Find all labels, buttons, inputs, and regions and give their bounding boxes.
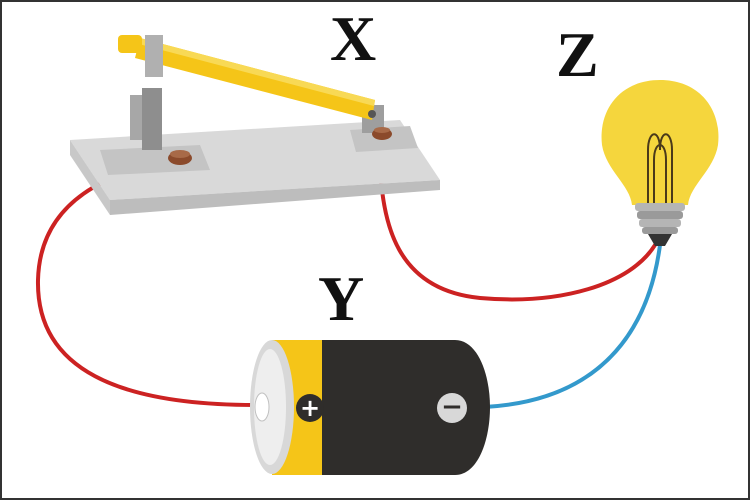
switch-terminal-right-top — [374, 127, 390, 133]
bulb-socket-ring-3 — [639, 219, 681, 227]
light-bulb — [601, 80, 719, 246]
label-switch-x: X — [330, 3, 377, 74]
bulb-filament-inner — [653, 144, 667, 205]
battery-positive-nub — [254, 392, 270, 422]
switch-hinge-pin — [368, 110, 376, 118]
bulb-tip — [648, 234, 672, 246]
switch-lever-cap — [145, 35, 163, 77]
bulb-socket-ring-2 — [637, 211, 683, 219]
red-wire-switch-to-bulb — [377, 138, 657, 302]
switch-base-front — [110, 180, 440, 215]
battery-end-cap-inner — [254, 349, 286, 465]
switch-handle — [118, 35, 142, 53]
switch-terminal-left-top — [170, 150, 190, 158]
battery-positive-sign: + — [299, 394, 321, 422]
battery — [250, 340, 490, 475]
battery-body — [300, 340, 490, 475]
bulb-socket-ring-1 — [635, 203, 685, 211]
label-battery-y: Y — [318, 263, 365, 334]
blue-wire-bulb-to-battery — [483, 243, 662, 409]
battery-negative-marker — [437, 393, 467, 423]
switch-base-side — [70, 140, 110, 215]
bulb-filament — [647, 133, 673, 205]
switch-base-top — [70, 120, 440, 200]
label-bulb-z: Z — [556, 19, 599, 90]
knife-switch — [70, 35, 440, 215]
switch-clip-jaw — [142, 88, 162, 150]
bulb-socket-ring-4 — [642, 227, 678, 234]
battery-negative-sign: − — [441, 392, 463, 422]
battery-positive-marker — [296, 394, 324, 422]
switch-lever-highlight — [139, 38, 375, 106]
